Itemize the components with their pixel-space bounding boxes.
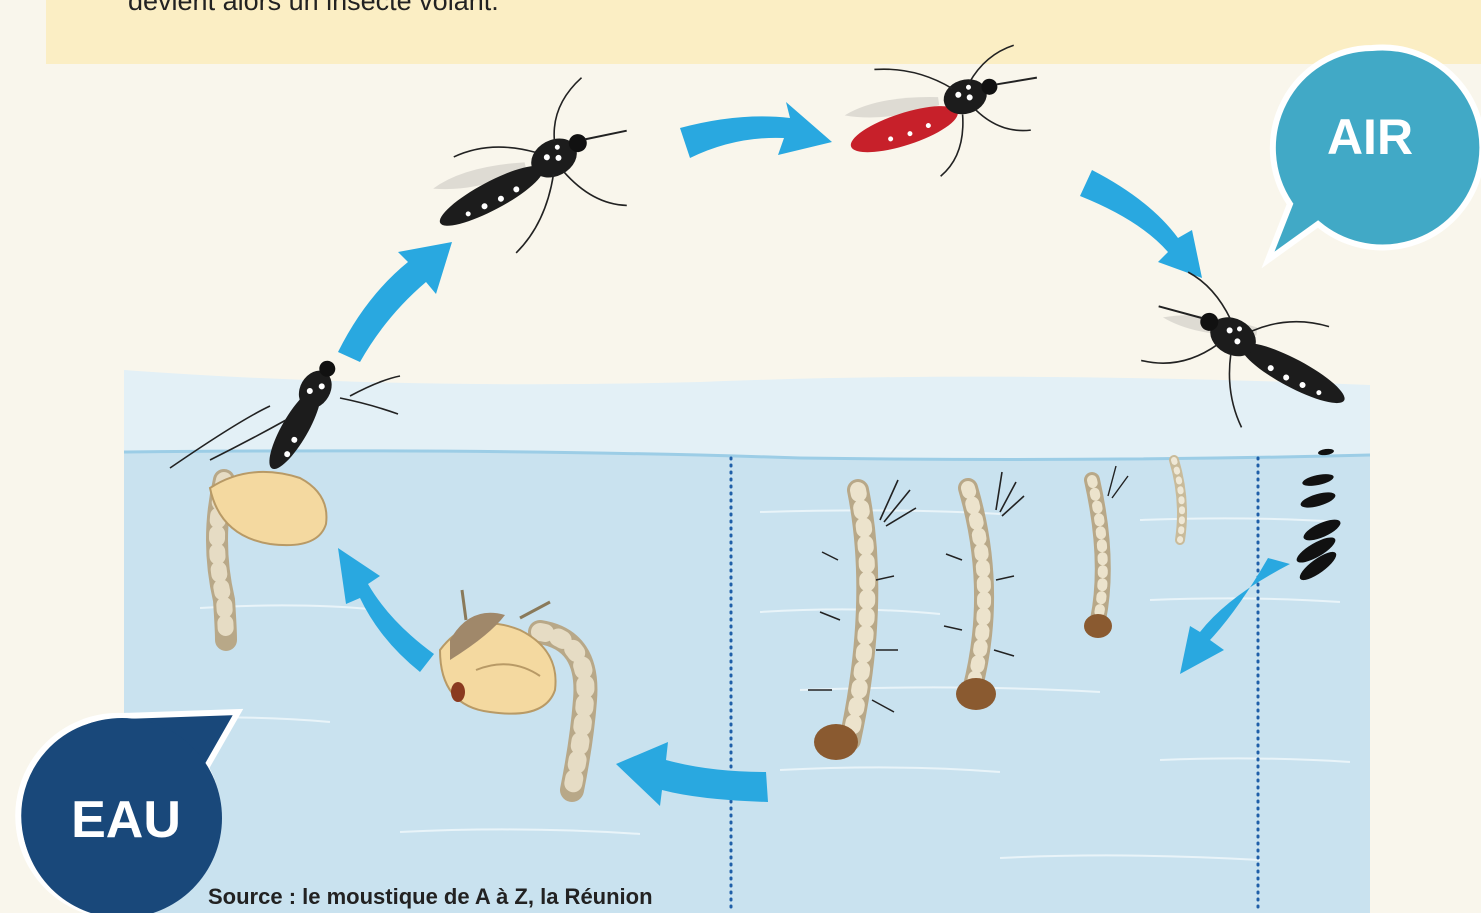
eau-label: EAU: [46, 790, 206, 850]
blood-fed-mosquito-icon: [831, 23, 1057, 200]
source-caption: Source : le moustique de A à Z, la Réuni…: [208, 884, 653, 910]
arrow-up-left: [338, 242, 452, 362]
arrow-top-right: [1080, 170, 1202, 278]
air-label: AIR: [1300, 108, 1440, 166]
arrow-top: [680, 102, 832, 158]
water-body: [124, 370, 1370, 913]
